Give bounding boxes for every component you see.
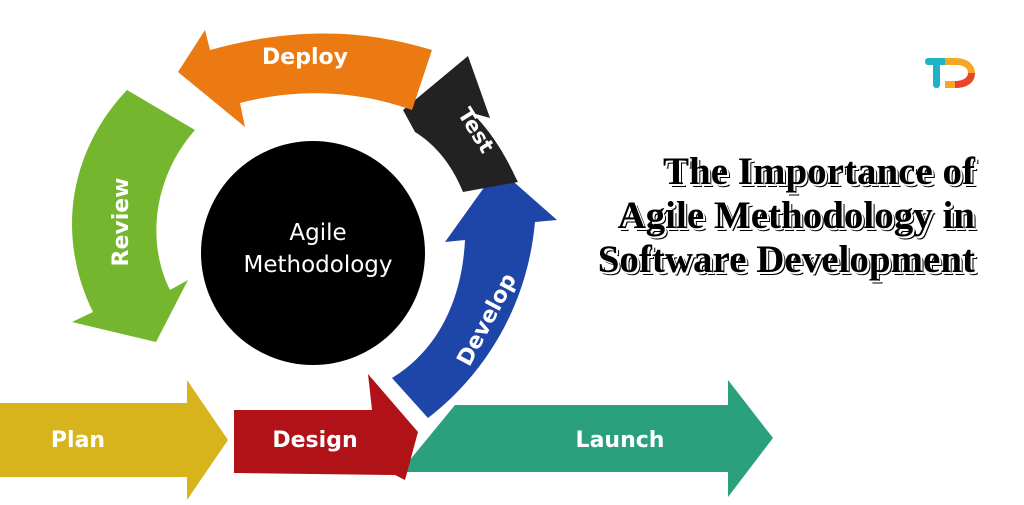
deploy-arrow — [178, 30, 432, 127]
test-arrow — [403, 56, 518, 192]
agile-methodology-center — [201, 141, 425, 365]
center-label-line2: Methodology — [243, 252, 392, 278]
plan-arrow — [0, 380, 228, 500]
review-label: Review — [109, 178, 134, 267]
center-label-line1: Agile — [289, 220, 346, 246]
title-line-2: Agile Methodology in — [617, 194, 976, 237]
plan-label: Plan — [51, 428, 105, 453]
review-arrow — [72, 90, 195, 342]
design-arrow — [234, 374, 418, 480]
develop-arrow — [392, 168, 557, 418]
launch-arrow — [400, 380, 773, 497]
design-label: Design — [272, 428, 357, 453]
launch-label: Launch — [576, 428, 665, 453]
td-logo-icon — [925, 58, 975, 88]
title-line-1: The Importance of — [663, 150, 975, 193]
page-title: The Importance of Agile Methodology in S… — [560, 150, 975, 282]
title-line-3: Software Development — [597, 238, 975, 281]
deploy-label: Deploy — [262, 45, 348, 70]
